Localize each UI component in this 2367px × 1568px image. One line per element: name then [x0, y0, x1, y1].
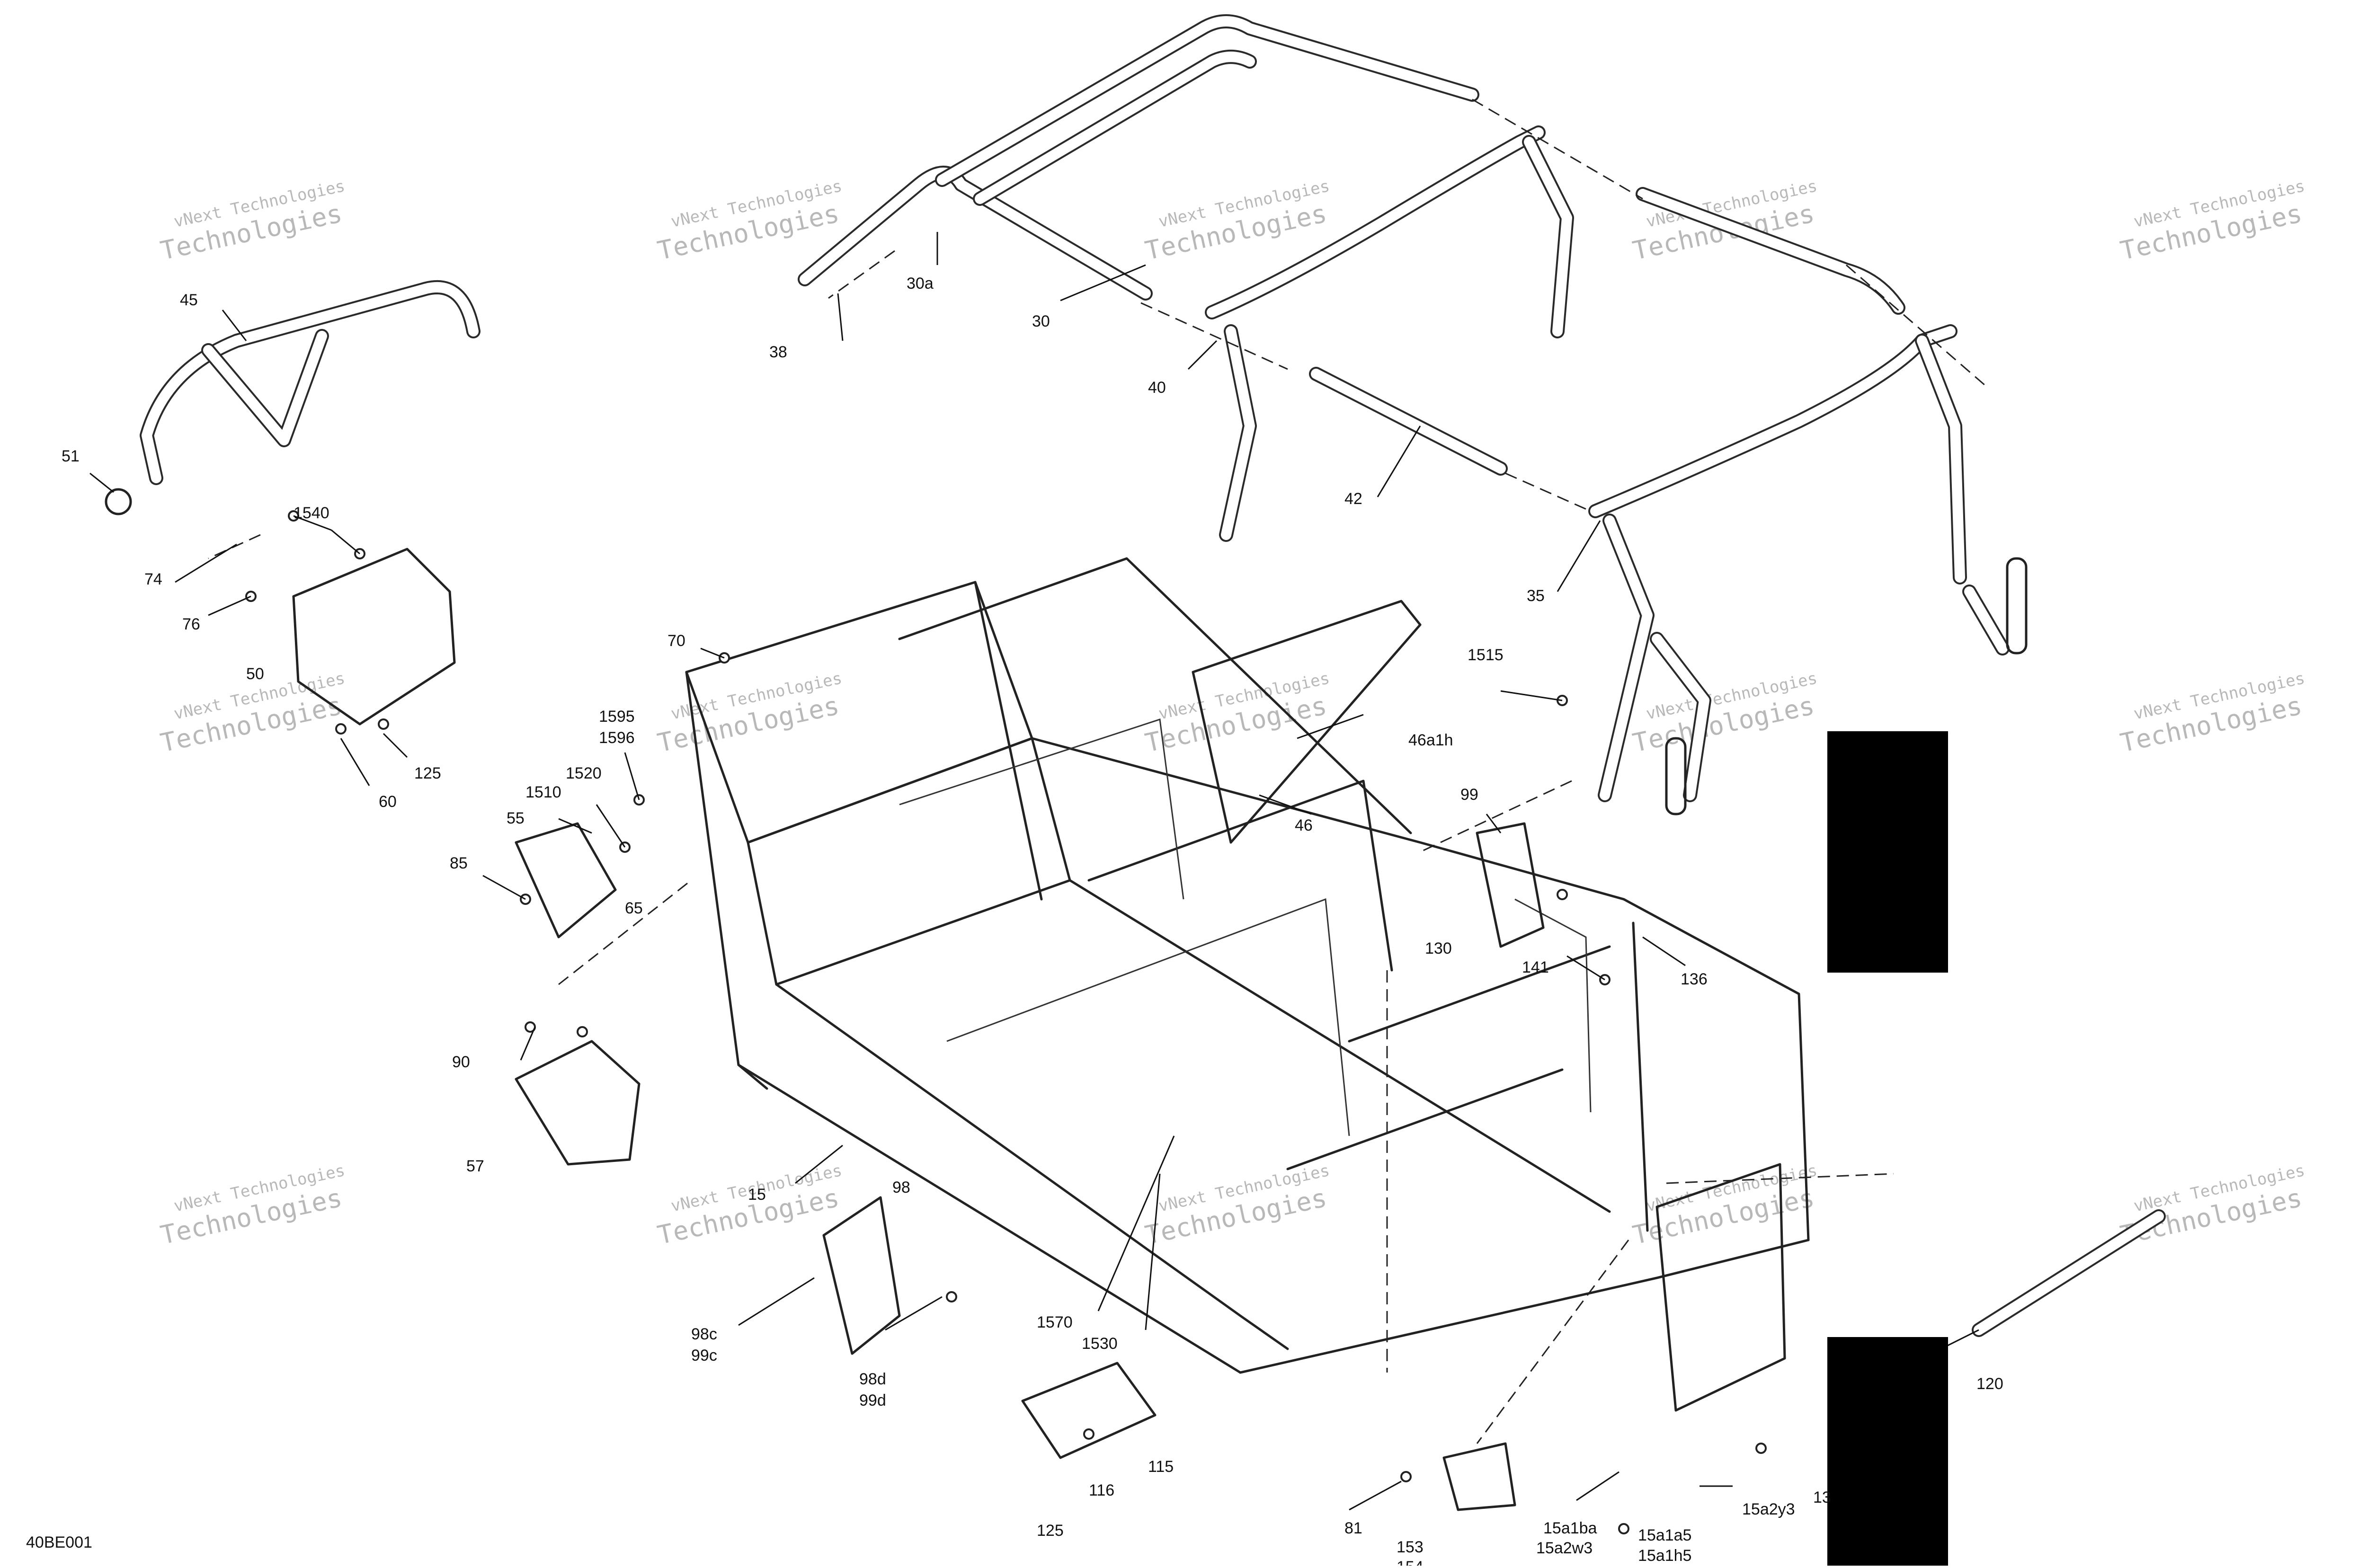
- callout-50: 50: [246, 665, 264, 683]
- callout-98: 98: [892, 1178, 910, 1196]
- assembly-lines: [208, 98, 1989, 1444]
- callout-120: 120: [1976, 1375, 2003, 1393]
- callout-98c: 98c: [691, 1325, 717, 1343]
- callout-15: 15: [748, 1186, 766, 1204]
- callout-60: 60: [379, 793, 397, 811]
- callout-30a: 30a: [907, 275, 934, 292]
- redaction-block: [1827, 731, 1948, 973]
- main-frame: [685, 557, 1810, 1412]
- callout-65: 65: [625, 899, 643, 917]
- callout-labels: 45 51 74 76 1540 50 60 125 38 30a 30 40 …: [26, 275, 2003, 1568]
- callout-1520: 1520: [566, 764, 602, 782]
- callout-74: 74: [144, 570, 162, 588]
- bracket-45: [140, 280, 481, 485]
- callout-125: 125: [1037, 1522, 1064, 1540]
- bracket-99: [1476, 822, 1545, 948]
- callout-154: 154: [1397, 1558, 1424, 1566]
- callout-98d: 98d: [859, 1370, 886, 1388]
- callout-81: 81: [1344, 1519, 1362, 1537]
- callout-35: 35: [1527, 587, 1545, 605]
- callout-1596: 1596: [599, 729, 635, 747]
- bracket-98: [822, 1196, 901, 1355]
- callout-90: 90: [452, 1053, 470, 1071]
- callout-76: 76: [182, 615, 200, 633]
- bolt: [1557, 889, 1568, 900]
- callout-1530: 1530: [1082, 1335, 1118, 1353]
- callout-42: 42: [1344, 490, 1362, 508]
- bolt: [1755, 1443, 1767, 1454]
- bolt: [1400, 1471, 1412, 1482]
- callout-99c: 99c: [691, 1347, 717, 1364]
- leader-lines: [89, 232, 1979, 1511]
- cap-51: [105, 488, 132, 515]
- callout-45: 45: [180, 291, 198, 309]
- callout-55: 55: [507, 809, 525, 827]
- callout-1510: 1510: [525, 783, 561, 801]
- callout-1540: 1540: [294, 504, 329, 522]
- bracket-81: [1442, 1442, 1516, 1511]
- redaction-block: [1827, 1337, 1948, 1566]
- callout-125: 125: [414, 764, 441, 782]
- bolt: [1618, 1523, 1629, 1534]
- callout-153: 153: [1397, 1538, 1424, 1556]
- bolt: [946, 1291, 957, 1302]
- callout-38: 38: [769, 343, 787, 361]
- callout-30: 30: [1032, 312, 1050, 330]
- callout-1515: 1515: [1468, 646, 1504, 664]
- callout-57: 57: [466, 1157, 484, 1175]
- callout-15a1ba: 15a1ba: [1543, 1519, 1597, 1537]
- callout-15a1h5: 15a1h5: [1638, 1547, 1691, 1565]
- bracket-55: [515, 822, 617, 939]
- roll-cage: [798, 14, 2010, 802]
- callout-46: 46: [1295, 816, 1313, 834]
- shock-mount: [2006, 557, 2028, 655]
- callout-15a2y3: 15a2y3: [1742, 1500, 1795, 1518]
- callout-15a2w3: 15a2w3: [1536, 1539, 1593, 1557]
- diagram-code: 40BE001: [26, 1533, 92, 1551]
- bolt: [577, 1026, 588, 1037]
- callout-40: 40: [1148, 379, 1166, 397]
- callout-70: 70: [667, 632, 685, 650]
- callout-46a1h: 46a1h: [1408, 731, 1453, 749]
- callout-130: 130: [1425, 939, 1452, 957]
- callout-141: 141: [1522, 958, 1549, 976]
- callout-1570: 1570: [1037, 1313, 1073, 1331]
- callout-51: 51: [62, 447, 80, 465]
- callout-13: 13: [1813, 1488, 1831, 1506]
- callout-99: 99: [1460, 786, 1478, 804]
- bracket-50: [292, 548, 456, 726]
- bracket-115: [1021, 1362, 1157, 1459]
- shock-mount: [1665, 737, 1687, 815]
- callout-136: 136: [1681, 970, 1708, 988]
- callout-1595: 1595: [599, 708, 635, 726]
- callout-85: 85: [450, 854, 468, 872]
- bracket-57: [515, 1040, 641, 1166]
- callout-115: 115: [1148, 1458, 1174, 1476]
- callout-15a1a5: 15a1a5: [1638, 1526, 1691, 1544]
- bolt: [378, 718, 389, 730]
- callout-99d: 99d: [859, 1391, 886, 1409]
- bolt: [335, 723, 347, 735]
- callout-116: 116: [1089, 1481, 1114, 1499]
- bracket-46: [1192, 600, 1422, 844]
- bolt: [1083, 1428, 1095, 1440]
